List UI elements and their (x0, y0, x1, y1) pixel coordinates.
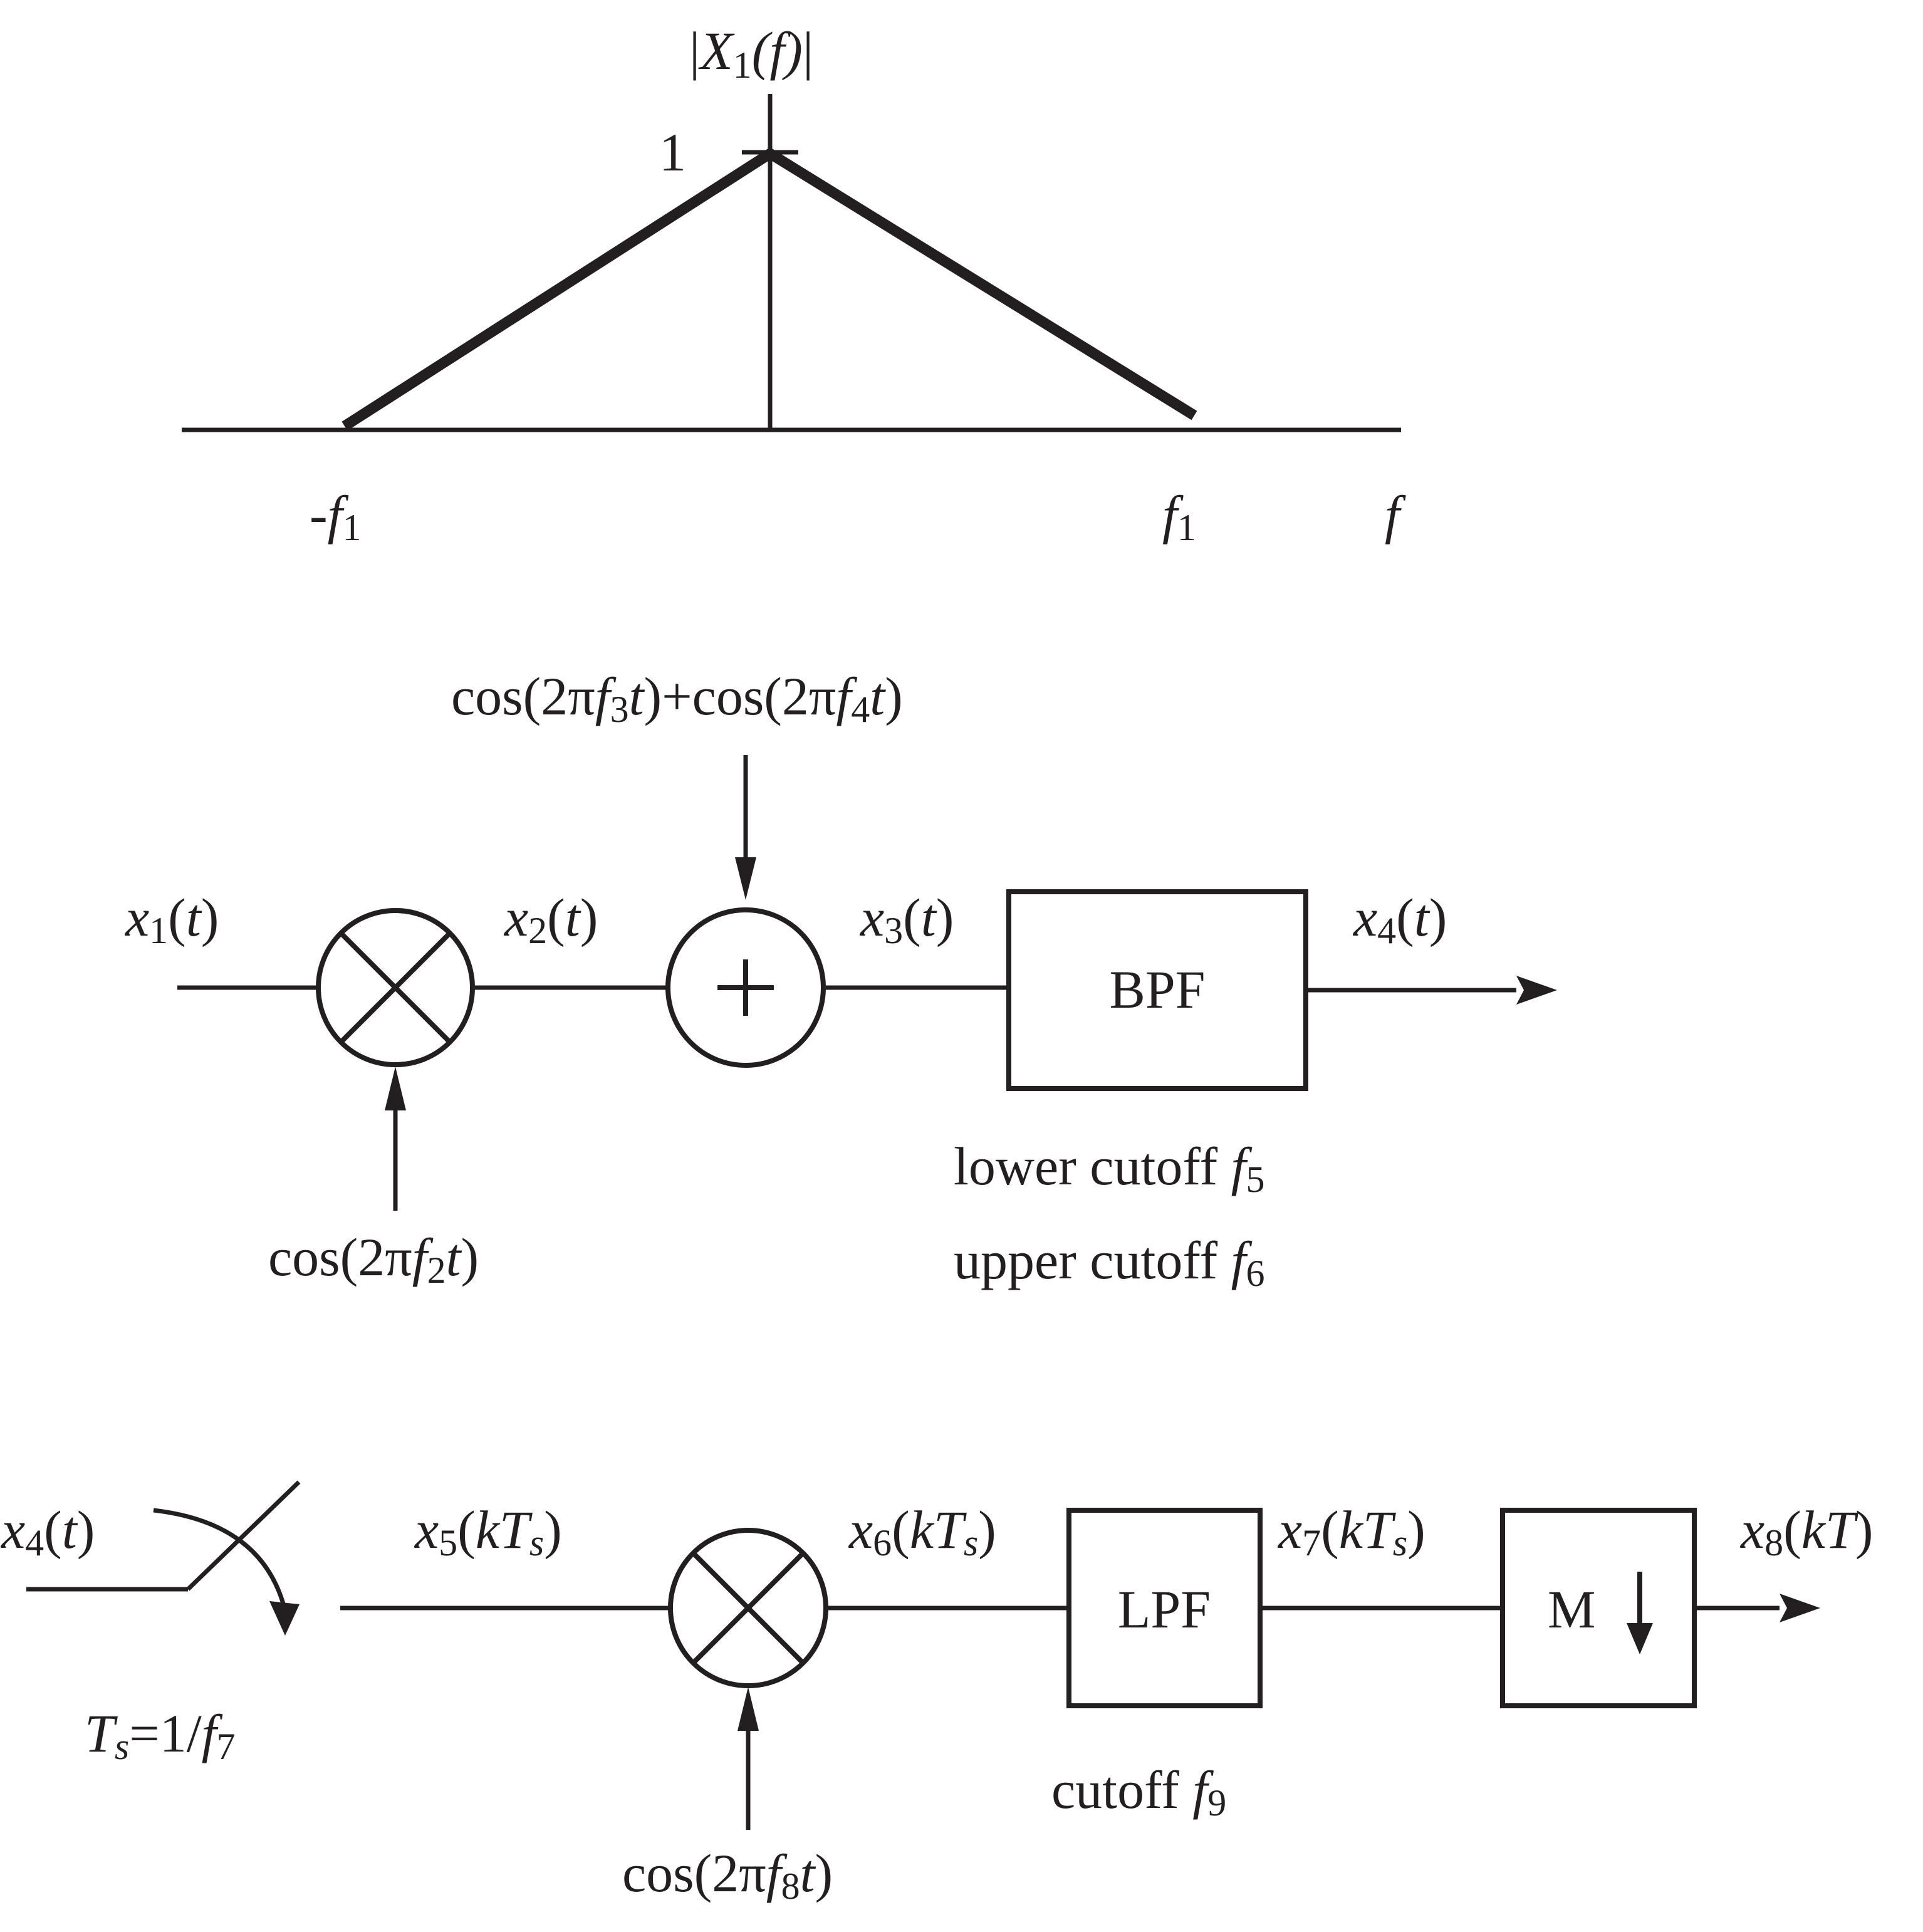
x6-label: x6(kTs) (848, 1500, 996, 1564)
x5-label: x5(kTs) (414, 1500, 562, 1564)
sampling-period-label: Ts=1/f7 (85, 1703, 236, 1767)
x3-label: x3(t) (859, 887, 954, 951)
bpf-upper-cutoff-label: upper cutoff f6 (954, 1230, 1265, 1294)
sampling-switch (26, 1480, 301, 1636)
spectrum-plot: |X1(f)| 1 -f1 f1 f (182, 21, 1406, 548)
mixer-one-oscillator-label: cos(2πf2t) (268, 1227, 479, 1291)
x1-label: x1(t) (124, 887, 219, 951)
adder-oscillator-label: cos(2πf3t)+cos(2πf4t) (451, 666, 903, 730)
x2-label: x2(t) (503, 887, 598, 951)
bpf-label: BPF (1109, 959, 1205, 1020)
lo-two-arrowhead (737, 1687, 759, 1731)
downsampler-label: M (1548, 1579, 1595, 1639)
x4-input-label: x4(t) (0, 1500, 95, 1564)
triangle-spectrum (341, 148, 1197, 431)
lo-one-arrowhead (385, 1067, 406, 1110)
mixer-one (316, 908, 475, 1067)
adder (665, 907, 826, 1068)
x4-output-arrowhead (1516, 976, 1557, 1005)
spectrum-ylabel: |X1(f)| (689, 21, 813, 86)
down-arrow-icon (1627, 1623, 1653, 1654)
peak-label: 1 (659, 122, 686, 182)
lpf-label: LPF (1118, 1579, 1211, 1639)
system-two: LPF M x4(t) x5(kTs) x6(kTs) x7(kTs) x8(k… (0, 1480, 1873, 1907)
tick-label-neg-f1: -f1 (310, 484, 362, 548)
downsampler-box (1500, 1508, 1697, 1708)
x4-label: x4(t) (1352, 887, 1447, 951)
mixer-two (668, 1528, 828, 1688)
frequency-axis-label: f (1385, 484, 1406, 545)
x8-output-arrowhead (1780, 1594, 1820, 1622)
bpf-lower-cutoff-label: lower cutoff f5 (954, 1136, 1265, 1200)
adder-input-arrowhead (735, 857, 756, 900)
system-one: BPF x1(t) x2(t) x3(t) x4(t) cos(2πf3t)+c… (124, 666, 1557, 1294)
x8-label: x8(kT) (1739, 1500, 1873, 1564)
x7-label: x7(kTs) (1277, 1500, 1425, 1564)
mixer-two-oscillator-label: cos(2πf8t) (622, 1843, 833, 1907)
lpf-cutoff-label: cutoff f9 (1051, 1760, 1226, 1824)
tick-label-f1: f1 (1162, 484, 1196, 548)
